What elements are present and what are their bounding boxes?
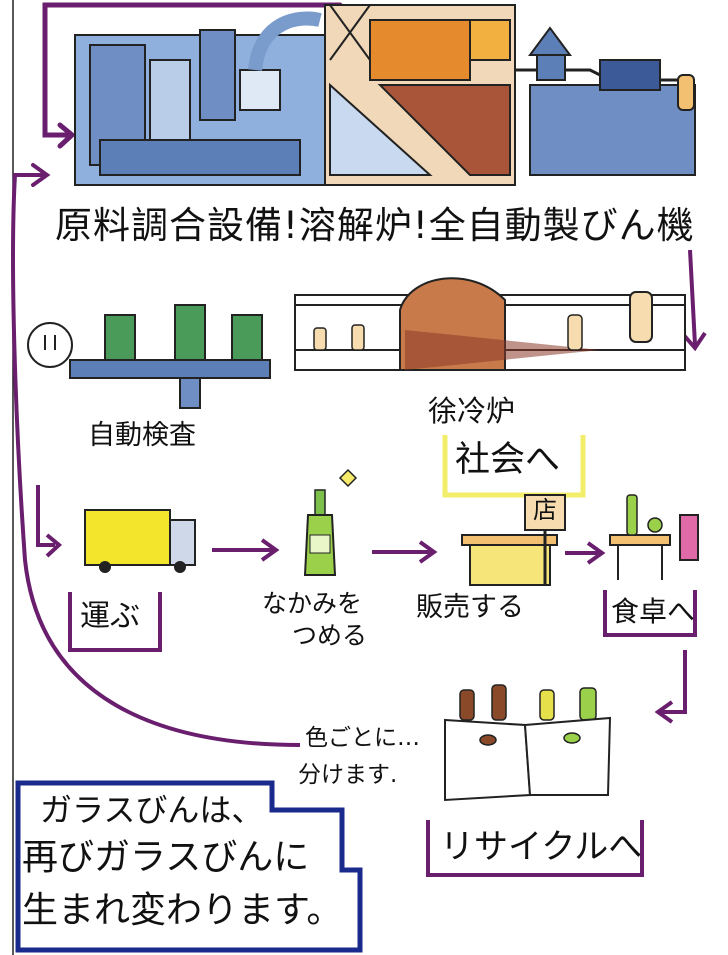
loop-arrow-return [11, 173, 301, 747]
stage-labels-row: 原料調合設備!溶解炉!全自動製びん機 [55, 204, 695, 248]
label-sort-by-color-line2: 分けます. [298, 762, 398, 788]
message-box-frame [15, 780, 363, 953]
flow-arrowhead-down-1 [680, 331, 707, 352]
raw-material-equipment-illustration [74, 11, 326, 186]
recycle-frame [426, 820, 644, 877]
inspection-illustration [27, 304, 271, 409]
flow-arrowhead-to-recycle [654, 700, 674, 724]
flow-arrowhead-to-fill [260, 538, 280, 562]
flow-arrow-to-transport [36, 485, 55, 547]
label-transport: 運ぶ [80, 599, 140, 634]
loop-arrowhead-top [57, 122, 76, 149]
flow-arrowhead-to-transport [45, 533, 63, 558]
label-to-dining-table: 食卓へ [611, 595, 696, 628]
label-raw-material-equipment: 原料調合設備 [55, 204, 283, 247]
label-annealing-lehr: 徐冷炉 [428, 394, 516, 428]
filled-bottle-illustration [303, 468, 358, 576]
message-line-2: 再びガラスびんに [22, 837, 310, 878]
recycling-bins-illustration [444, 684, 612, 802]
label-fill-contents-line1: なかみを [262, 589, 363, 618]
transport-frame [68, 592, 162, 652]
label-sell: 販売する [416, 592, 524, 623]
label-to-recycling: リサイクルへ [440, 827, 643, 867]
flow-arrow-down-1 [688, 249, 697, 346]
shop-sign-text: 店 [533, 496, 557, 524]
message-line-1: ガラスびんは、 [40, 791, 264, 829]
flow-arrow-to-recycle [660, 650, 687, 714]
melting-furnace-illustration [324, 4, 516, 186]
label-melting-furnace: 溶解炉 [298, 204, 413, 247]
annealing-lehr-illustration [294, 277, 686, 371]
label-to-society: 社会へ [455, 440, 561, 480]
flow-arrowhead-to-table [586, 541, 606, 565]
label-separator-2: ! [412, 204, 429, 247]
loop-arrow-top [42, 2, 343, 138]
shop-illustration [461, 494, 566, 586]
table-frame [603, 590, 697, 637]
truck-illustration [84, 509, 196, 573]
to-society-frame [442, 435, 586, 498]
loop-arrowhead-return [31, 163, 51, 187]
label-separator-1: ! [283, 204, 299, 247]
bottle-making-machine-illustration [515, 26, 696, 176]
flow-arrowhead-to-sell [418, 540, 438, 564]
label-fill-contents-line2: つめる [292, 621, 368, 650]
label-sort-by-color-line1: 色ごとに… [305, 725, 420, 751]
message-line-3: 生まれ変わります。 [22, 890, 343, 931]
dining-table-illustration [609, 494, 699, 580]
label-bottle-making-machine: 全自動製びん機 [428, 204, 695, 247]
label-automatic-inspection: 自動検査 [88, 420, 196, 451]
